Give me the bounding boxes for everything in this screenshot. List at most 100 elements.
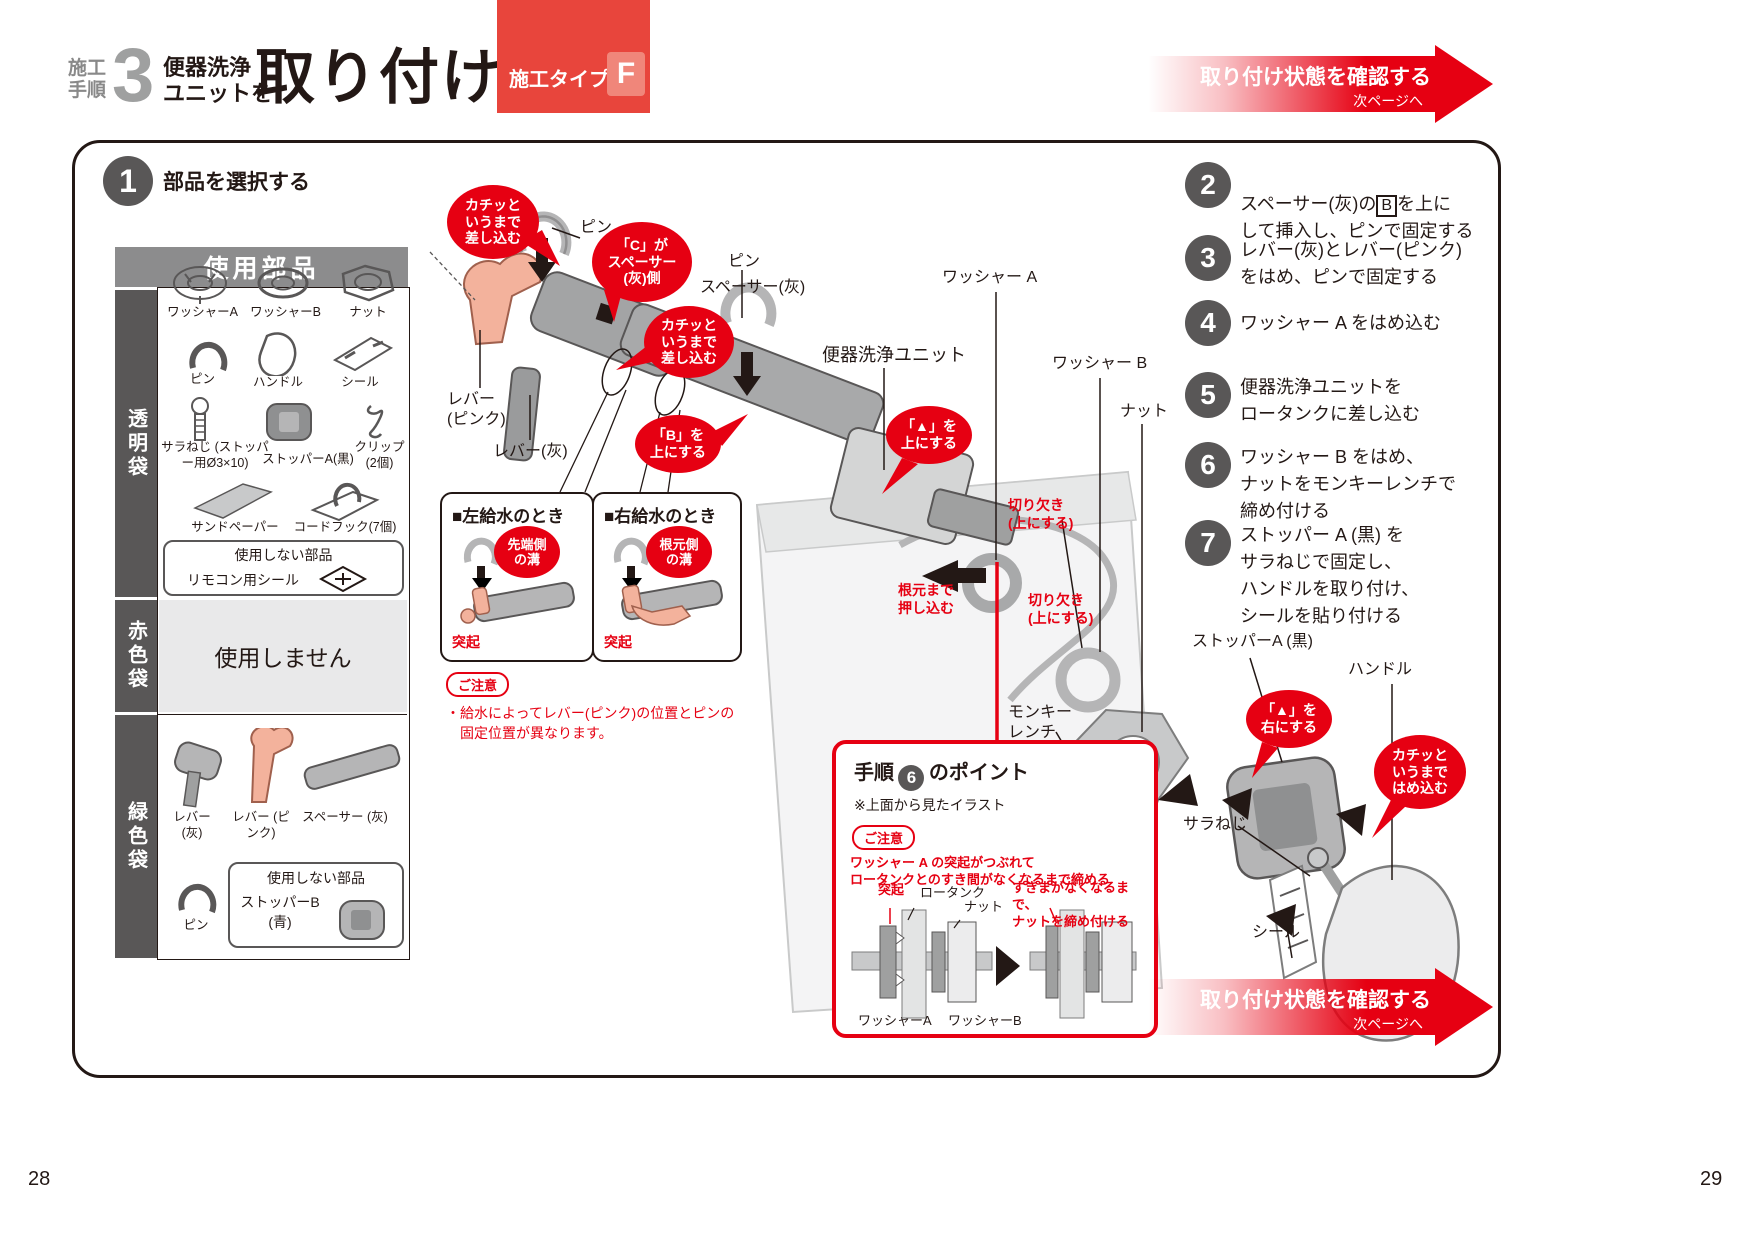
- clip-icon: [366, 405, 384, 439]
- right-supply-box: ■右給水のとき 根元側 の溝 突起: [592, 492, 742, 662]
- caution-badge: ご注意: [446, 672, 510, 697]
- point-caution: ご注意: [852, 825, 1154, 850]
- label-lever-pink: レバー (ピンク): [447, 391, 506, 428]
- cord-hook-icon: [310, 490, 380, 522]
- next-triangle-icon: [996, 946, 1020, 986]
- note-notch-up-1: 切り欠き (上にする): [1008, 497, 1074, 531]
- step2-number: 2: [1185, 162, 1231, 208]
- caution-badge: ご注意: [852, 825, 916, 850]
- remote-seal-icon: [319, 565, 368, 593]
- washer-a-icon: [173, 266, 227, 300]
- banner-gradient-bar: [1148, 56, 1451, 112]
- label-washer-a-bottom: ワッシャーA: [858, 1013, 932, 1028]
- bag-strip-clear: 透明袋: [115, 290, 157, 597]
- part-label: クリップ (2個): [354, 440, 405, 470]
- construction-type-box: 施工タイプ F: [497, 0, 650, 113]
- banner-arrow-icon: [1435, 968, 1493, 1046]
- step1-number: 1: [103, 156, 153, 206]
- bubble-insert-until-click-2: カチッと いうまで 差し込む: [644, 306, 734, 378]
- part-label: ワッシャーA: [167, 305, 238, 319]
- note-notch-up-2: 切り欠き (上にする): [1028, 592, 1094, 626]
- bubble-triangle-right: 「▲」を 右にする: [1246, 690, 1332, 748]
- bag-clear-label: 透明袋: [124, 407, 147, 480]
- label-spacer-gray: スペーサー(灰): [700, 279, 806, 296]
- note-tighten: すきまがなくなるまで、 ナットを締め付ける: [1012, 880, 1130, 929]
- label-handle: ハンドル: [1348, 661, 1413, 678]
- part-label: ワッシャーB: [250, 305, 321, 319]
- procedure-label: 施工 手順: [68, 58, 106, 102]
- part-label: ピン: [183, 918, 209, 932]
- step3-number: 3: [1185, 235, 1231, 281]
- washer-b-icon: [257, 267, 309, 299]
- construction-type-value: F: [607, 52, 645, 96]
- procedure-line2: 手順: [68, 79, 107, 101]
- note-push-to-base: 根元まで 押し込む: [898, 582, 954, 616]
- label-projection: 突起: [878, 882, 905, 897]
- label-washer-a: ワッシャー A: [942, 269, 1038, 286]
- part-label: ストッパーA(黒): [262, 452, 354, 466]
- stopper-b-icon: [339, 900, 386, 940]
- tank-wall: [901, 909, 927, 1019]
- bag-strip-red: 赤色袋: [115, 600, 157, 712]
- label-lever-gray: レバー(灰): [493, 443, 568, 460]
- procedure-step-number: 3: [112, 33, 155, 118]
- bubble-front-groove: 先端側 の溝: [494, 526, 560, 578]
- step3-text: レバー(灰)とレバー(ピンク) をはめ、ピンで固定する: [1240, 240, 1462, 287]
- part-label: レバー (ピンク): [232, 810, 290, 840]
- unused-title: 使用しない部品: [234, 547, 333, 563]
- part-label: コードフック(7個): [293, 520, 397, 534]
- pin-icon: [178, 883, 217, 914]
- step5-text: 便器洗浄ユニットを ロータンクに差し込む: [1240, 377, 1420, 424]
- label-nut-section: ナット: [964, 899, 1004, 914]
- unused-item-label: ストッパーB (青): [240, 894, 320, 930]
- step7-number: 7: [1185, 520, 1231, 566]
- object-line2: ユニットを: [163, 81, 274, 107]
- red-bag-note: 使用しません: [159, 600, 407, 712]
- unused-title: 使用しない部品: [267, 870, 365, 886]
- part-label: ピン: [189, 372, 215, 386]
- part-label: ナット: [349, 305, 387, 319]
- nut-icon: [341, 264, 395, 302]
- step4-text: ワッシャー A をはめ込む: [1240, 313, 1442, 333]
- label-nut: ナット: [1120, 403, 1169, 420]
- object-line1: 便器洗浄: [163, 55, 252, 80]
- label-pin-1: ピン: [580, 219, 613, 236]
- unused-parts-box-green: 使用しない部品 ストッパーB (青): [228, 862, 404, 948]
- unused-item-label: リモコン用シール: [187, 572, 299, 588]
- step6-point-box: 手順 6 のポイント ※上面から見たイラスト ご注意 ワッシャー A の突起がつ…: [832, 740, 1158, 1038]
- clear-bag-row3-icons: [191, 397, 384, 441]
- unused-parts-box-clear: 使用しない部品 リモコン用シール: [163, 540, 404, 596]
- part-label: スペーサー (灰): [302, 810, 388, 824]
- green-bag-pin-icon: [178, 883, 217, 914]
- page-number-right: 29: [1700, 1168, 1723, 1190]
- bubble-base-groove: 根元側 の溝: [646, 526, 712, 578]
- point-title-post: のポイント: [928, 762, 1029, 784]
- flat-screw-icon: [191, 397, 209, 415]
- right-supply-illustration: [613, 537, 723, 626]
- left-supply-title: ■左給水のとき: [452, 507, 565, 526]
- label-stopper-a: ストッパーA (黒): [1192, 633, 1313, 650]
- part-label: サンドペーパー: [191, 520, 279, 534]
- step5-number: 5: [1185, 372, 1231, 418]
- label-pin-2: ピン: [728, 253, 761, 270]
- bubble-triangle-up: 「▲」を 上にする: [886, 406, 972, 464]
- label-seal: シール: [1252, 924, 1301, 941]
- sandpaper-icon: [193, 483, 273, 519]
- next-page-banner-bottom: 取り付け状態を確認する 次ページへ: [1148, 968, 1493, 1046]
- clear-bag-row4-icons: [193, 482, 380, 522]
- part-label: ハンドル: [252, 375, 303, 389]
- clear-bag-row2-icons: [189, 332, 394, 376]
- supply-caution-text: ・給水によってレバー(ピンク)の位置とピンの 固定位置が異なります。: [446, 705, 735, 742]
- step2-line2: して挿入し、ピンで固定する: [1240, 221, 1474, 241]
- label-washer-b-bottom: ワッシャーB: [948, 1013, 1022, 1028]
- page-number-left: 28: [28, 1168, 51, 1190]
- point-box-subtitle: ※上面から見たイラスト: [854, 797, 1006, 813]
- target-object: 便器洗浄 ユニットを: [163, 55, 273, 108]
- banner-arrow-icon: [1435, 45, 1493, 123]
- pin-icon: [189, 341, 228, 372]
- banner-subtitle: 次ページへ: [1353, 93, 1423, 109]
- label-flat-screw: サラねじ: [1183, 816, 1248, 833]
- green-bag-row1-icons: [174, 728, 401, 808]
- table-divider: [158, 713, 407, 715]
- bag-strip-green: 緑色袋: [115, 715, 157, 958]
